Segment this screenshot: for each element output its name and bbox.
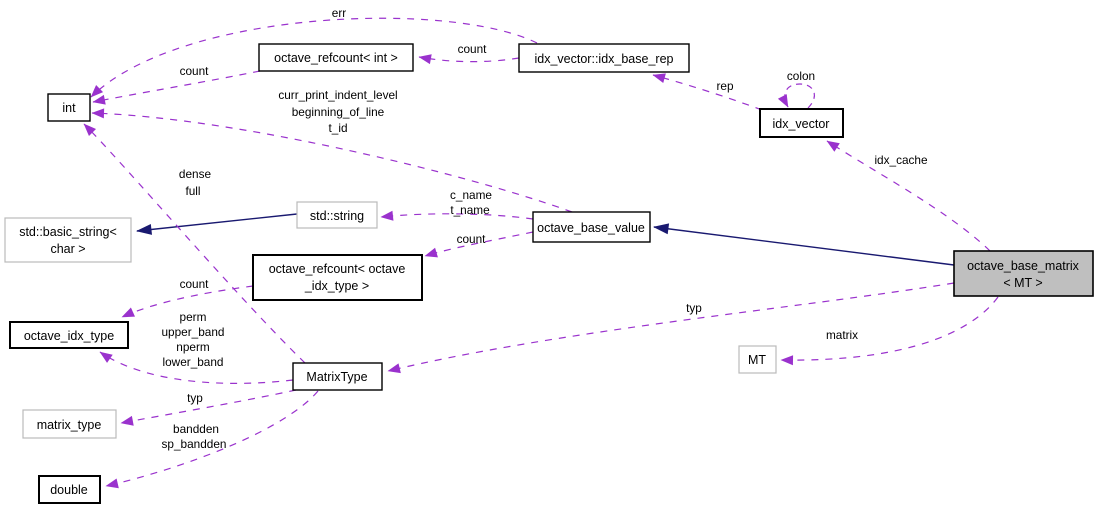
- node-idx-base-rep-label: idx_vector::idx_base_rep: [535, 52, 674, 66]
- node-octave-refcount-idx-type-line1: octave_refcount< octave: [269, 262, 406, 276]
- edge-label-curr-print: curr_print_indent_level beginning_of_lin…: [278, 88, 397, 135]
- node-octave-refcount-idx-type[interactable]: octave_refcount< octave _idx_type >: [252, 254, 423, 301]
- edge-err: [90, 17, 538, 98]
- svg-text:sp_bandden: sp_bandden: [162, 437, 227, 451]
- svg-text:perm: perm: [180, 310, 207, 324]
- edge-label-typ-matrix-type: typ: [187, 391, 203, 405]
- edge-count-refcount-to-int: [92, 70, 261, 105]
- node-idx-vector-idx-base-rep[interactable]: idx_vector::idx_base_rep: [518, 43, 690, 73]
- svg-text:t_id: t_id: [328, 121, 347, 135]
- edge-label-count-refcount-int: count: [180, 64, 210, 78]
- edge-inheritance-base-matrix-to-base-value: [653, 223, 955, 266]
- node-matrix-type-enum-label: matrix_type: [37, 418, 102, 432]
- svg-text:c_name: c_name: [450, 188, 492, 202]
- node-octave-idx-type-label: octave_idx_type: [24, 329, 114, 343]
- edge-label-rep: rep: [716, 79, 733, 93]
- node-octave-base-matrix-line1: octave_base_matrix: [967, 259, 1080, 273]
- node-std-basic-string-line1: std::basic_string<: [19, 225, 117, 239]
- edge-label-matrix: matrix: [826, 328, 858, 342]
- edge-label-idx-cache: idx_cache: [874, 153, 928, 167]
- node-octave-refcount-idx-type-line2: _idx_type >: [304, 279, 369, 293]
- node-octave-base-matrix-line2: < MT >: [1003, 276, 1042, 290]
- edge-count-rep-to-refcount: [418, 54, 520, 65]
- node-double[interactable]: double: [38, 475, 101, 504]
- svg-text:upper_band: upper_band: [162, 325, 225, 339]
- edge-rep: [652, 73, 763, 111]
- node-octave-base-value[interactable]: octave_base_value: [532, 211, 651, 243]
- svg-text:t_name: t_name: [450, 203, 490, 217]
- node-idx-vector-label: idx_vector: [773, 117, 830, 131]
- svg-text:beginning_of_line: beginning_of_line: [292, 105, 385, 119]
- svg-text:bandden: bandden: [173, 422, 219, 436]
- node-matrixtype[interactable]: MatrixType: [292, 362, 383, 391]
- node-octave-refcount-int-label: octave_refcount< int >: [274, 51, 398, 65]
- node-std-basic-string-line2: char >: [50, 242, 85, 256]
- node-octave-base-matrix[interactable]: octave_base_matrix < MT >: [953, 250, 1094, 297]
- edge-inheritance-string-to-basic-string: [136, 213, 298, 235]
- edge-label-bandden: bandden sp_bandden: [162, 422, 227, 451]
- svg-text:full: full: [185, 184, 200, 198]
- node-mt: MT: [738, 345, 777, 374]
- edge-typ-to-matrix-type: [120, 389, 297, 426]
- node-int[interactable]: int: [47, 93, 91, 122]
- svg-text:curr_print_indent_level: curr_print_indent_level: [278, 88, 397, 102]
- svg-text:nperm: nperm: [176, 340, 210, 354]
- edge-c-name-t-name: [380, 210, 534, 221]
- node-double-label: double: [50, 483, 88, 497]
- edge-typ-to-matrixtype: [387, 282, 955, 374]
- edge-label-err: err: [332, 6, 346, 20]
- node-matrixtype-label: MatrixType: [306, 370, 367, 384]
- svg-text:lower_band: lower_band: [163, 355, 224, 369]
- edge-label-count-idx-type: count: [180, 277, 210, 291]
- node-mt-label: MT: [748, 353, 766, 367]
- edge-curr-print-indent-level: [91, 108, 573, 213]
- node-idx-vector[interactable]: idx_vector: [759, 108, 844, 138]
- node-std-string: std::string: [296, 201, 378, 229]
- edge-label-count-rep: count: [458, 42, 488, 56]
- edge-count-value-to-refcount: [424, 231, 534, 258]
- edge-label-colon: colon: [787, 69, 815, 83]
- edge-label-dense-full: dense full: [179, 167, 212, 198]
- node-octave-base-value-label: octave_base_value: [537, 221, 645, 235]
- edge-label-perm-bands: perm upper_band nperm lower_band: [162, 310, 225, 369]
- edge-matrix: [780, 296, 999, 366]
- node-octave-idx-type[interactable]: octave_idx_type: [9, 321, 129, 349]
- node-std-basic-string: std::basic_string< char >: [4, 217, 132, 263]
- edge-idx-cache: [826, 140, 991, 252]
- node-matrix-type-enum: matrix_type: [22, 409, 117, 439]
- node-int-label: int: [62, 101, 76, 115]
- edge-label-typ-matrixtype: typ: [686, 301, 702, 315]
- edge-label-c-name-t-name: c_name t_name: [450, 188, 492, 217]
- edge-dense-full: [83, 123, 306, 364]
- edge-label-count-value: count: [457, 232, 487, 246]
- node-octave-refcount-int[interactable]: octave_refcount< int >: [258, 43, 414, 72]
- node-std-string-label: std::string: [310, 209, 364, 223]
- svg-text:dense: dense: [179, 167, 212, 181]
- edge-colon-self-loop: [777, 83, 816, 109]
